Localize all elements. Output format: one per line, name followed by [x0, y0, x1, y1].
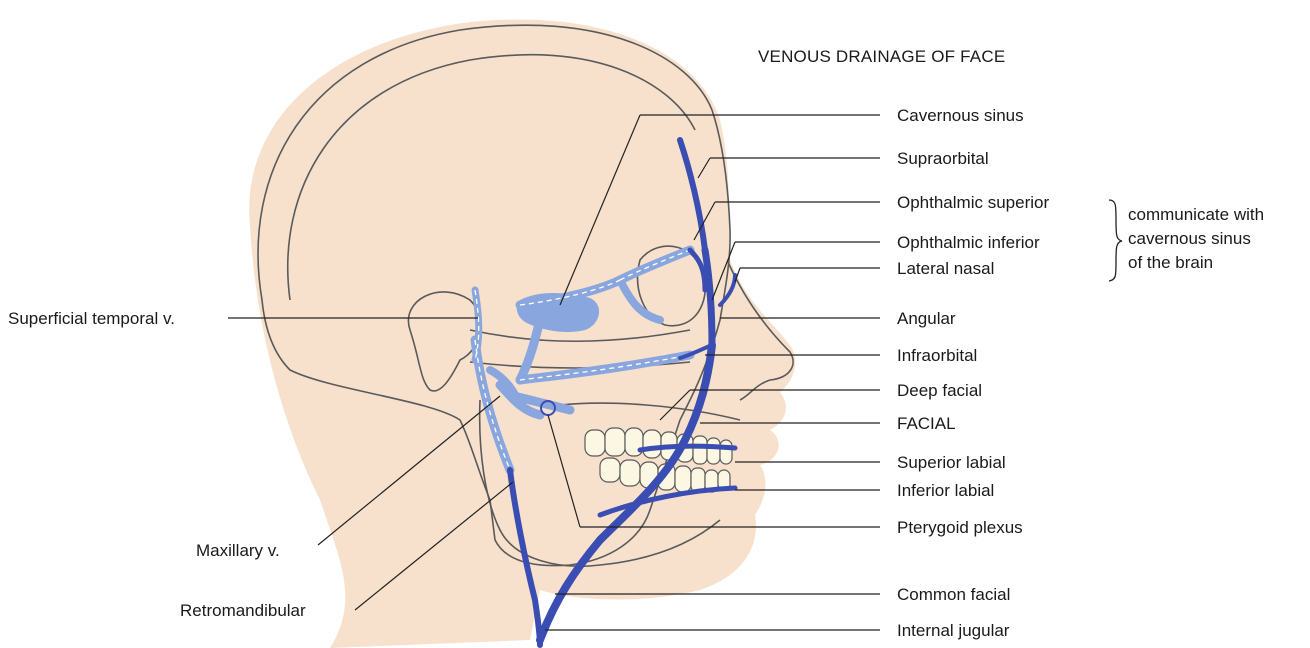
label-angular: Angular — [897, 309, 956, 328]
label-deep-facial: Deep facial — [897, 381, 982, 400]
label-common-facial: Common facial — [897, 585, 1010, 604]
note-line-3: of the brain — [1128, 253, 1213, 272]
label-ophthalmic-inferior: Ophthalmic inferior — [897, 233, 1040, 252]
note-line-1: communicate with — [1128, 205, 1264, 224]
label-cavernous-sinus: Cavernous sinus — [897, 106, 1024, 125]
label-superficial-temporal: Superficial temporal v. — [8, 309, 175, 328]
note-line-2: cavernous sinus — [1128, 229, 1251, 248]
label-facial: FACIAL — [897, 414, 956, 433]
label-superior-labial: Superior labial — [897, 453, 1006, 472]
label-lateral-nasal: Lateral nasal — [897, 259, 994, 278]
label-retromandibular: Retromandibular — [180, 601, 306, 620]
label-infraorbital: Infraorbital — [897, 346, 977, 365]
label-maxillary: Maxillary v. — [196, 541, 280, 560]
note-brace — [1109, 200, 1122, 281]
label-inferior-labial: Inferior labial — [897, 481, 994, 500]
right-labels: Cavernous sinus Supraorbital Ophthalmic … — [897, 106, 1049, 640]
label-ophthalmic-superior: Ophthalmic superior — [897, 193, 1049, 212]
diagram-title: VENOUS DRAINAGE OF FACE — [758, 47, 1005, 66]
label-pterygoid-plexus: Pterygoid plexus — [897, 518, 1023, 537]
label-supraorbital: Supraorbital — [897, 149, 989, 168]
label-internal-jugular: Internal jugular — [897, 621, 1010, 640]
